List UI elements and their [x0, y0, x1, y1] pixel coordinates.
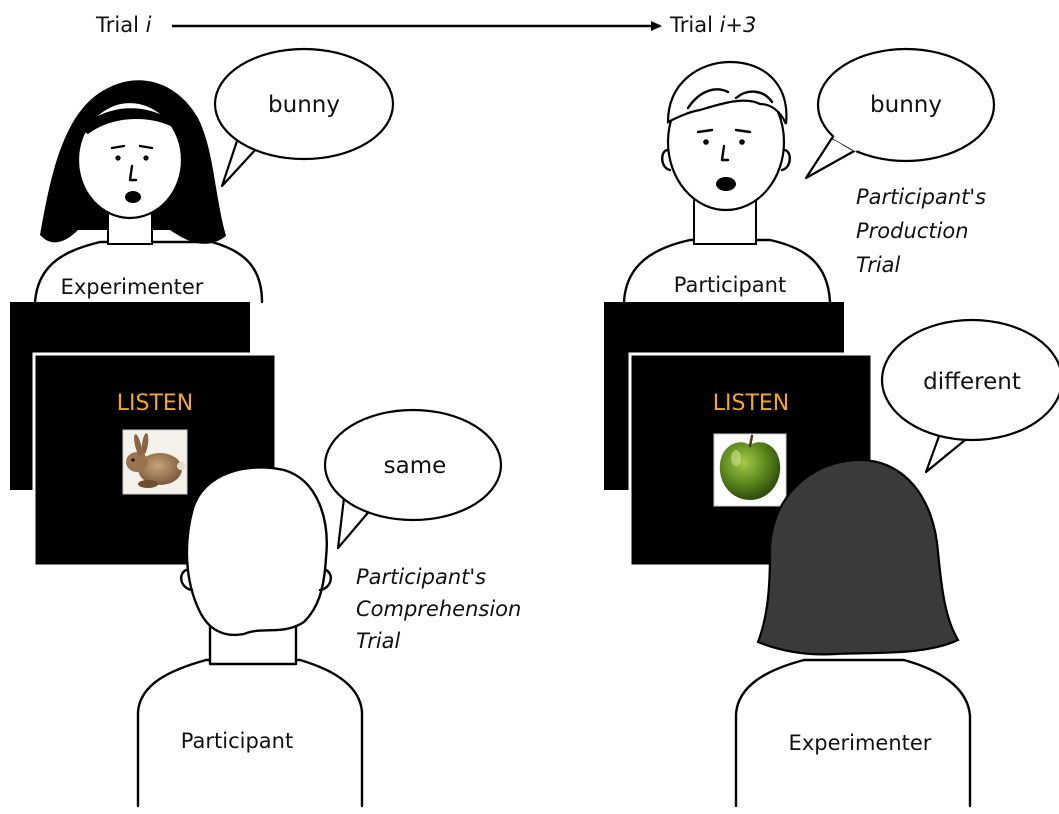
mouth-open [125, 191, 141, 203]
hair-strand-2 [734, 90, 774, 104]
speech-bubble-participant-right: bunny [804, 47, 996, 180]
listen-prompt-right: LISTEN [713, 391, 790, 416]
brow-right-r [734, 128, 752, 134]
brow-left [110, 144, 126, 150]
caption-line-2-right: Production [856, 219, 969, 243]
rabbit-image [122, 429, 188, 495]
eye-left [115, 155, 121, 161]
eye-right-r [739, 139, 745, 145]
speech-text-same: same [384, 453, 447, 479]
experimenter-figure-left [33, 80, 264, 304]
caption-line-3-left: Trial [356, 629, 401, 653]
eye-left-r [703, 139, 709, 145]
speech-text-bunny-right: bunny [870, 92, 942, 118]
brow-right [138, 144, 154, 150]
speech-bubble-experimenter-right: different [880, 318, 1059, 474]
participant-figure-right [622, 60, 832, 304]
experimenter-shoulders [33, 240, 264, 304]
speech-bubble-experimenter-left: bunny [213, 47, 395, 188]
hair-strand-1 [686, 88, 730, 110]
speech-text-different: different [923, 369, 1021, 395]
ear-left-r [661, 148, 672, 172]
apple-image [713, 433, 787, 507]
trial-start-label: Trial i [95, 13, 152, 37]
caption-line-1-left: Participant's [356, 565, 486, 589]
participant-hair-light [666, 60, 788, 125]
experimenter-face [76, 100, 184, 220]
caption-line-1-right: Participant's [856, 185, 986, 209]
nose [128, 164, 138, 182]
participant-label-right: Participant [674, 273, 786, 297]
left-panel: Experimenter bunny LISTEN [10, 47, 521, 808]
brow-left-r [696, 128, 714, 134]
experimenter-figure-right [734, 458, 972, 808]
ear-right-r [780, 148, 791, 172]
speech-text-bunny-left: bunny [268, 92, 340, 118]
mouth-open-r [716, 177, 736, 191]
caption-comprehension-trial: Participant's Comprehension Trial [356, 565, 521, 653]
experimenter-label-right: Experimenter [789, 731, 932, 755]
experimenter-back-shoulders [734, 658, 972, 808]
experimenter-bangs [80, 108, 184, 136]
eye-right [143, 155, 149, 161]
speech-bubble-participant-left: same [323, 408, 503, 550]
participant-label-left: Participant [181, 729, 293, 753]
participant-head-back [185, 466, 328, 637]
timeline: Trial i Trial i+3 [95, 13, 756, 37]
listen-prompt-left: LISTEN [117, 391, 194, 416]
caption-line-2-left: Comprehension [356, 597, 521, 621]
caption-production-trial: Participant's Production Trial [856, 185, 986, 277]
ear-left [180, 568, 194, 592]
participant-figure-left [136, 466, 364, 808]
experimenter-label-left: Experimenter [61, 275, 204, 299]
nose-r [720, 144, 730, 162]
right-panel: Participant bunny Participant's Producti… [604, 47, 1059, 808]
ear-right [318, 568, 332, 592]
caption-line-3-right: Trial [856, 253, 901, 277]
trial-end-label: Trial i+3 [669, 13, 756, 37]
experimenter-hair-grey [756, 458, 960, 656]
